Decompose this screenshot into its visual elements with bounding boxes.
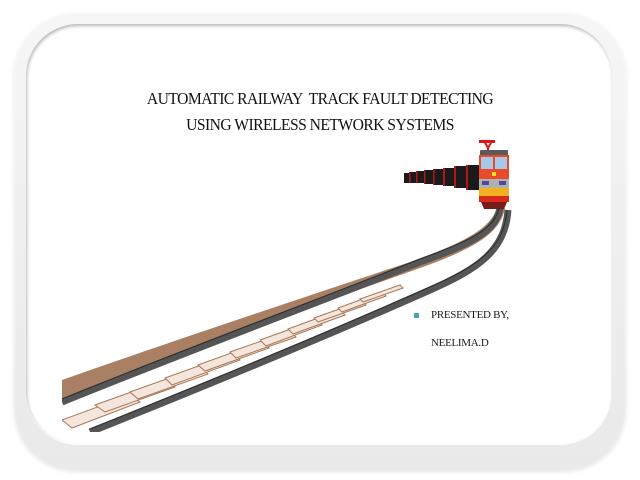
presenter-name: NEELIMA.D: [431, 337, 489, 349]
title-line-1: AUTOMATIC RAILWAY TRACK FAULT DETECTING: [146, 89, 494, 108]
train-wagons: [404, 165, 479, 190]
railway-track: [62, 207, 512, 432]
locomotive: [479, 140, 509, 209]
presenter-label: PRESENTED BY,: [431, 309, 509, 321]
title-line-2: USING WIRELESS NETWORK SYSTEMS: [186, 115, 454, 134]
presenter-label-row: PRESENTED BY,: [412, 306, 509, 324]
presenter-block: PRESENTED BY, NEELIMA.D: [412, 306, 509, 349]
slide-title: AUTOMATIC RAILWAY TRACK FAULT DETECTING …: [118, 86, 523, 138]
square-bullet-icon: [414, 312, 419, 318]
